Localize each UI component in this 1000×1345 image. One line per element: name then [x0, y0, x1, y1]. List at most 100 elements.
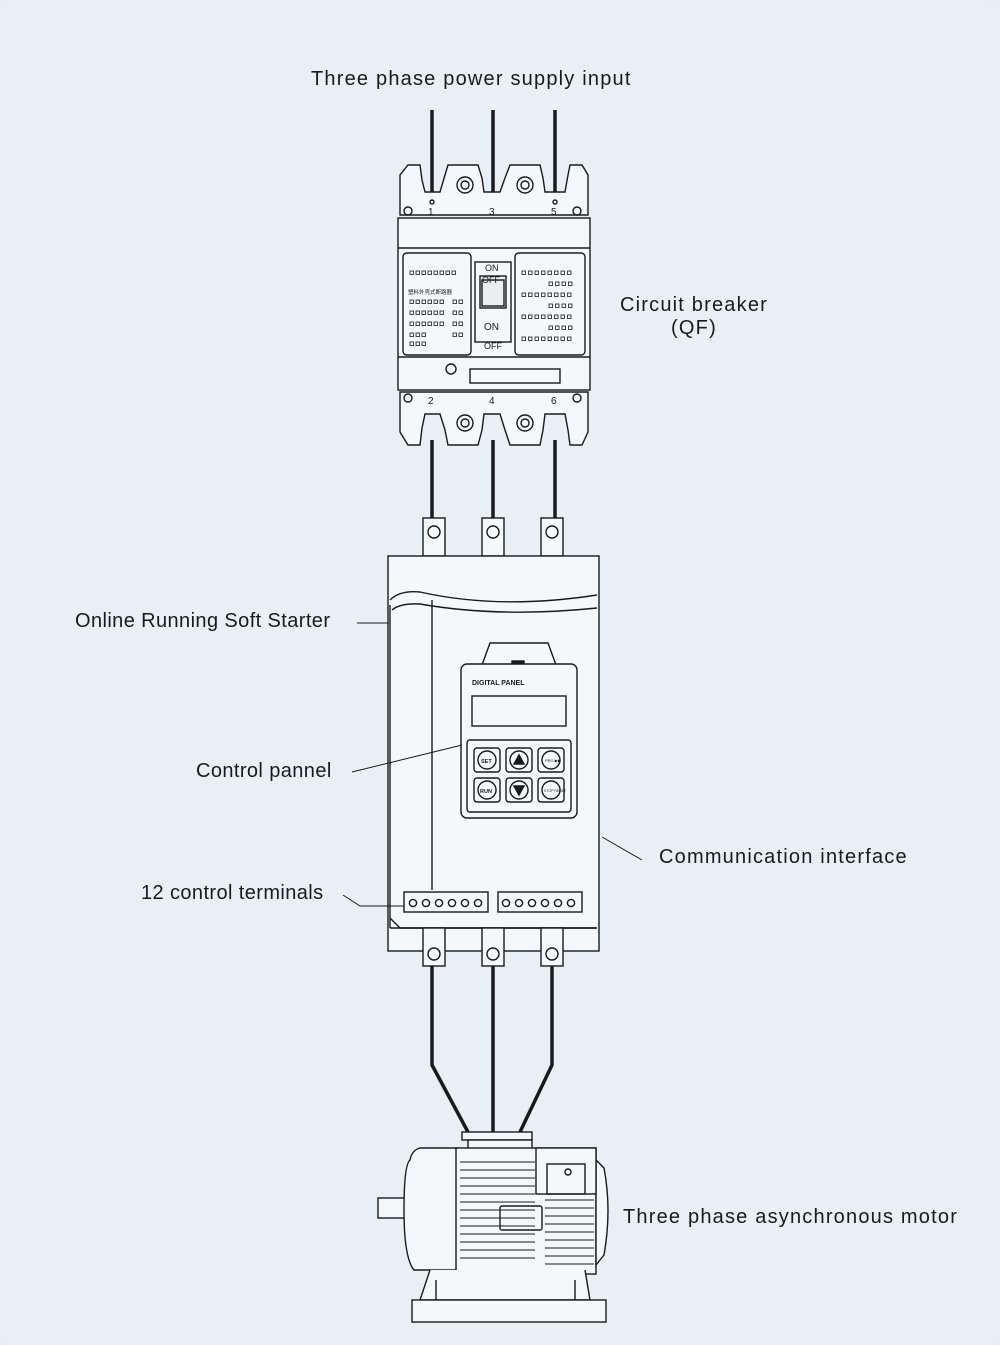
breaker-dot	[567, 270, 572, 275]
label-control-terminals: 12 control terminals	[141, 882, 324, 904]
breaker-dot	[548, 325, 553, 330]
up-button	[509, 750, 529, 770]
label-soft-starter: Online Running Soft Starter	[75, 610, 331, 632]
breaker-toggle-recess	[474, 261, 512, 343]
switch-on: ON	[484, 322, 499, 333]
prg-button-label: PRG ▶▶	[545, 758, 562, 763]
breaker-dot	[554, 292, 559, 297]
stop-button-label: STOP RESET	[544, 789, 567, 793]
breaker-dot	[421, 341, 426, 346]
breaker-bottom-terminal-block	[399, 391, 589, 446]
breaker-dot	[547, 270, 552, 275]
breaker-dot	[421, 332, 426, 337]
breaker-dot	[534, 292, 539, 297]
breaker-dot	[427, 299, 432, 304]
breaker-dot	[433, 321, 438, 326]
breaker-dot	[554, 336, 559, 341]
starter-output-lugs	[422, 927, 564, 967]
breaker-dot	[421, 310, 426, 315]
wires-starter-to-motor	[430, 966, 554, 1133]
breaker-dot	[554, 314, 559, 319]
breaker-dot	[541, 292, 546, 297]
breaker-dot	[439, 270, 444, 275]
breaker-dot	[458, 310, 463, 315]
breaker-terminal-2: 2	[428, 396, 434, 407]
breaker-dot	[528, 314, 533, 319]
breaker-dot	[568, 325, 573, 330]
breaker-dot	[561, 303, 566, 308]
breaker-dot	[452, 299, 457, 304]
breaker-terminal-6: 6	[551, 396, 557, 407]
breaker-dot	[560, 314, 565, 319]
breaker-dot	[554, 270, 559, 275]
label-communication-interface: Communication interface	[659, 846, 908, 868]
set-button-label: SET	[481, 759, 492, 765]
breaker-terminal-4: 4	[489, 396, 495, 407]
breaker-dot	[421, 321, 426, 326]
label-circuit-breaker-line1: Circuit breaker	[619, 294, 769, 316]
breaker-dot	[521, 292, 526, 297]
breaker-dot	[560, 336, 565, 341]
breaker-dot	[561, 325, 566, 330]
breaker-dot	[439, 299, 444, 304]
breaker-dot	[415, 341, 420, 346]
screw	[456, 414, 474, 432]
control-terminal	[421, 898, 431, 908]
breaker-dot	[534, 270, 539, 275]
label-motor: Three phase asynchronous motor	[623, 1206, 959, 1228]
panel-bracket	[481, 642, 557, 666]
screw	[516, 176, 534, 194]
label-control-panel: Control pannel	[196, 760, 332, 782]
breaker-dot	[567, 292, 572, 297]
breaker-dot	[451, 270, 456, 275]
stop-reset-button	[541, 780, 561, 800]
screw	[516, 414, 534, 432]
breaker-dot	[433, 310, 438, 315]
switch-off: OFF	[482, 275, 500, 285]
breaker-top-terminal-block	[399, 164, 589, 216]
breaker-dot	[409, 332, 414, 337]
motor	[377, 1131, 609, 1323]
breaker-dot	[415, 270, 420, 275]
breaker-dot	[415, 299, 420, 304]
breaker-dot	[528, 270, 533, 275]
control-terminal	[514, 898, 524, 908]
breaker-dot	[567, 314, 572, 319]
breaker-dot	[541, 314, 546, 319]
run-button	[477, 780, 497, 800]
control-terminal	[527, 898, 537, 908]
down-button	[509, 780, 529, 800]
breaker-label-dots	[409, 270, 573, 346]
breaker-dot	[433, 299, 438, 304]
terminal-strip-right	[497, 891, 583, 913]
breaker-dot	[452, 310, 457, 315]
breaker-dot	[521, 270, 526, 275]
breaker-terminal-3: 3	[489, 207, 495, 218]
breaker-dot	[534, 314, 539, 319]
breaker-dot	[409, 270, 414, 275]
circuit-breaker	[397, 164, 591, 446]
breaker-dot	[560, 292, 565, 297]
breaker-dot	[548, 281, 553, 286]
breaker-dot	[409, 341, 414, 346]
switch-on-top: ON	[485, 263, 499, 273]
breaker-dot	[409, 321, 414, 326]
breaker-dot	[528, 336, 533, 341]
motor-base	[411, 1299, 607, 1323]
breaker-dot	[433, 270, 438, 275]
breaker-dot	[415, 321, 420, 326]
breaker-dot	[528, 292, 533, 297]
breaker-dot	[427, 270, 432, 275]
label-power-input: Three phase power supply input	[311, 68, 632, 90]
breaker-dot	[534, 336, 539, 341]
breaker-terminal-1: 1	[428, 207, 434, 218]
breaker-dot	[567, 336, 572, 341]
breaker-dot	[427, 321, 432, 326]
run-button-label: RUN	[480, 789, 492, 795]
breaker-dot	[452, 321, 457, 326]
breaker-dot	[458, 332, 463, 337]
breaker-dot	[439, 310, 444, 315]
breaker-dot	[445, 270, 450, 275]
